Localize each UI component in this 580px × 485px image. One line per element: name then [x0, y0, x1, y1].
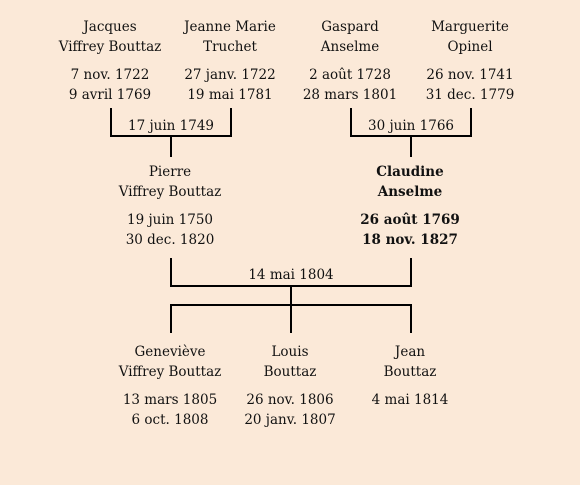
person-louis: Louis Bouttaz 26 nov. 1806 20 janv. 1807: [220, 342, 360, 430]
person-last-name: Viffrey Bouttaz: [58, 39, 162, 55]
person-birth-date: 19 juin 1750: [126, 212, 213, 228]
marriage-date-parents: 14 mai 1804: [248, 267, 334, 283]
person-birth-date: 4 mai 1814: [371, 392, 449, 408]
person-first-name: Louis: [271, 344, 309, 360]
person-death-date: 30 dec. 1820: [125, 232, 215, 248]
person-last-name: Anselme: [320, 39, 380, 55]
person-birth-date: 7 nov. 1722: [70, 67, 150, 83]
person-death-date: 9 avril 1769: [68, 87, 152, 103]
person-jacques: Jacques Viffrey Bouttaz 7 nov. 1722 9 av…: [40, 17, 180, 105]
person-pierre: Pierre Viffrey Bouttaz 19 juin 1750 30 d…: [100, 162, 240, 250]
person-last-name: Truchet: [203, 39, 257, 55]
person-first-name: Pierre: [148, 164, 192, 180]
person-marguerite: Marguerite Opinel 26 nov. 1741 31 dec. 1…: [400, 17, 540, 105]
person-death-date: 6 oct. 1808: [131, 412, 209, 428]
marriage-date-maternal: 30 juin 1766: [367, 118, 454, 134]
person-first-name: Jacques: [83, 19, 137, 35]
person-death-date: 19 mai 1781: [187, 87, 273, 103]
person-last-name: Anselme: [377, 184, 443, 200]
person-first-name: Claudine: [376, 164, 444, 180]
person-jean: Jean Bouttaz 4 mai 1814: [340, 342, 480, 410]
person-first-name: Jean: [394, 344, 426, 360]
person-jeanne-marie: Jeanne Marie Truchet 27 janv. 1722 19 ma…: [160, 17, 300, 105]
person-last-name: Bouttaz: [383, 364, 437, 380]
person-last-name: Viffrey Bouttaz: [118, 184, 222, 200]
person-genevieve: Geneviève Viffrey Bouttaz 13 mars 1805 6…: [100, 342, 240, 430]
person-birth-date: 27 janv. 1722: [184, 67, 276, 83]
person-birth-date: 13 mars 1805: [122, 392, 218, 408]
person-last-name: Viffrey Bouttaz: [118, 364, 222, 380]
person-last-name: Bouttaz: [263, 364, 317, 380]
person-birth-date: 2 août 1728: [309, 67, 391, 83]
person-death-date: 18 nov. 1827: [362, 232, 458, 248]
person-last-name: Opinel: [447, 39, 493, 55]
person-birth-date: 26 août 1769: [360, 212, 460, 228]
person-death-date: 28 mars 1801: [302, 87, 398, 103]
person-birth-date: 26 nov. 1806: [246, 392, 334, 408]
person-first-name: Marguerite: [431, 19, 509, 35]
person-gaspard: Gaspard Anselme 2 août 1728 28 mars 1801: [280, 17, 420, 105]
marriage-date-paternal: 17 juin 1749: [127, 118, 214, 134]
person-first-name: Jeanne Marie: [184, 19, 276, 35]
person-first-name: Gaspard: [321, 19, 379, 35]
person-birth-date: 26 nov. 1741: [426, 67, 514, 83]
person-death-date: 31 dec. 1779: [425, 87, 515, 103]
person-death-date: 20 janv. 1807: [244, 412, 336, 428]
person-first-name: Geneviève: [134, 344, 206, 360]
person-claudine-highlighted: Claudine Anselme 26 août 1769 18 nov. 18…: [340, 162, 480, 250]
